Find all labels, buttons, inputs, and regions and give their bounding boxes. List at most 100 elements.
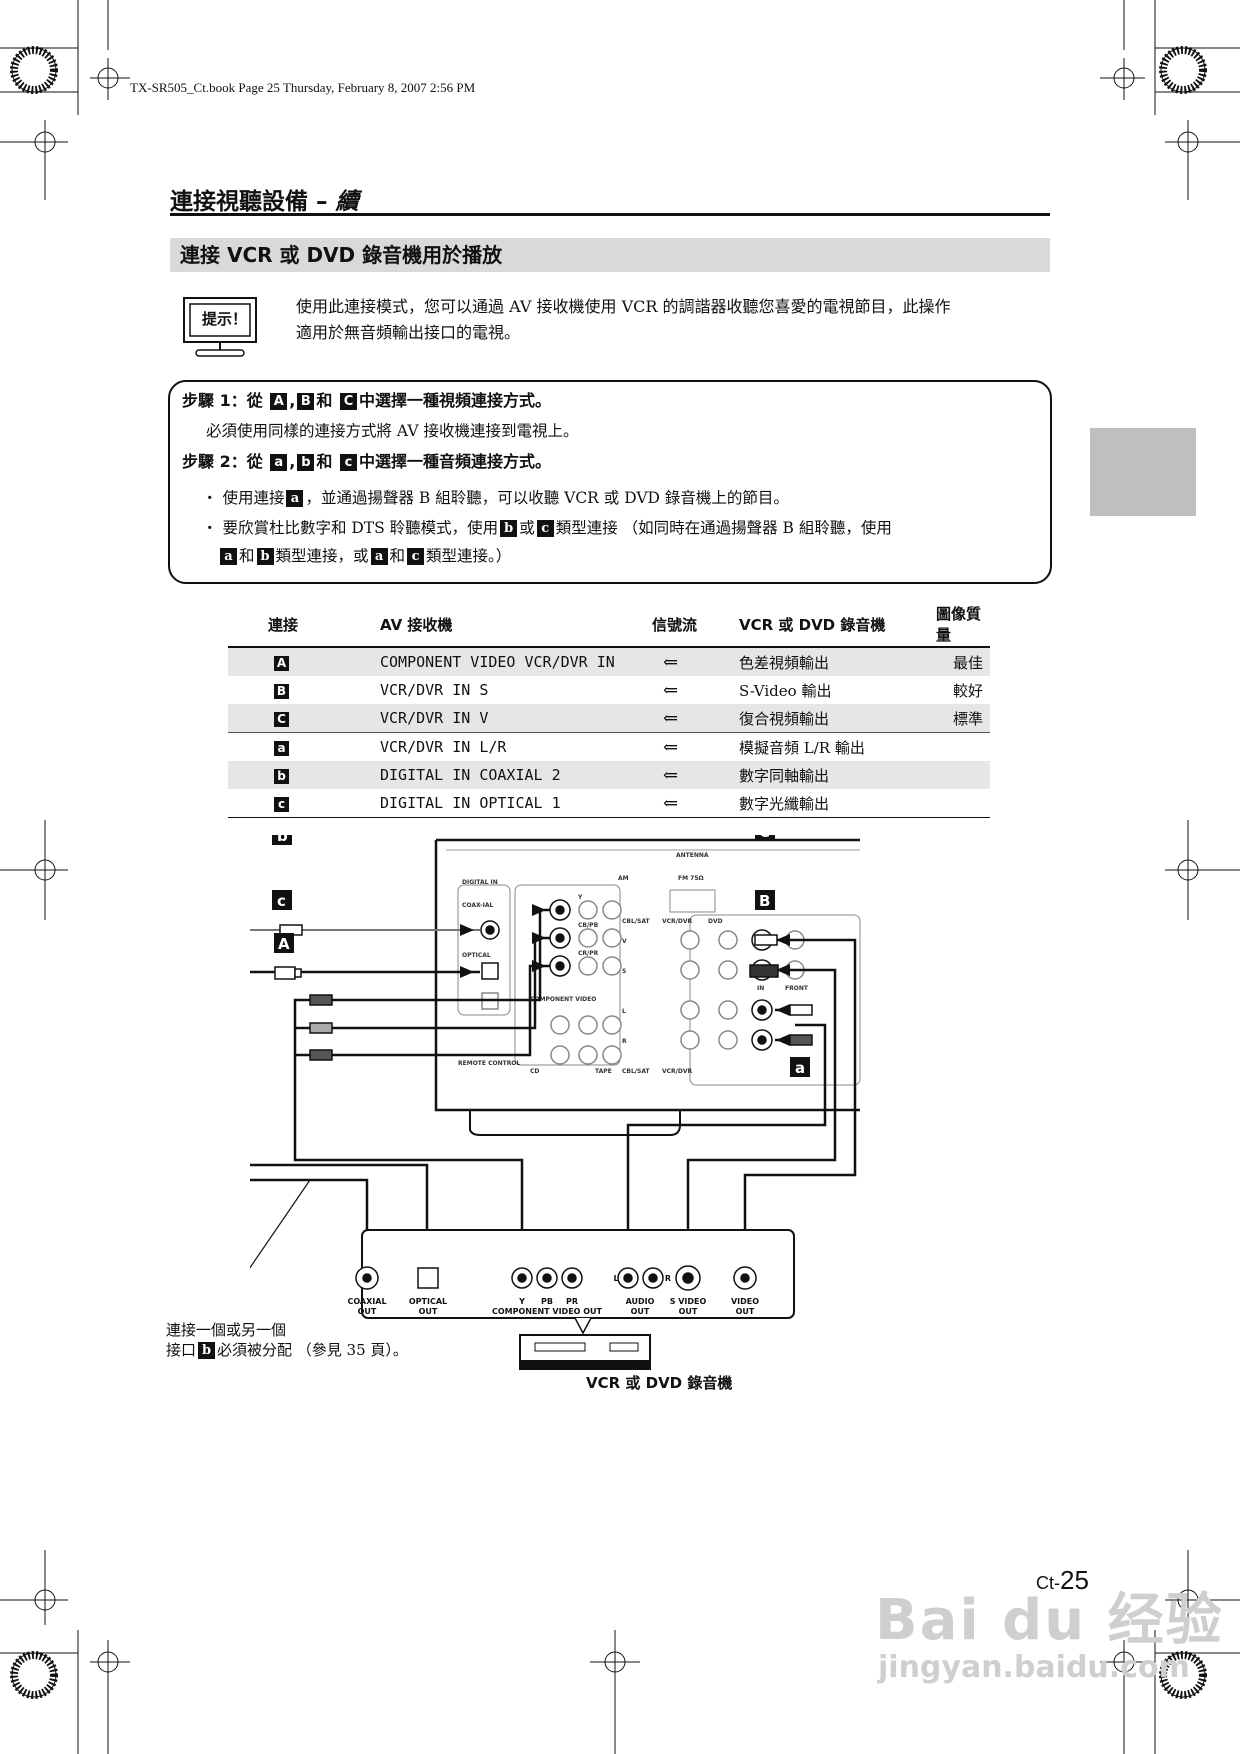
page-number: Ct-25: [1036, 1565, 1089, 1595]
device-caption: VCR 或 DVD 錄音機: [586, 1374, 733, 1392]
cell-rec: S-Video 輸出: [738, 676, 935, 704]
cell-conn-text: c: [274, 797, 289, 812]
subsection-band: 連接 VCR 或 DVD 錄音機用於播放: [170, 238, 1050, 272]
subsection-title: 連接 VCR 或 DVD 錄音機用於播放: [180, 243, 503, 267]
badge-b: b: [256, 548, 274, 565]
cell-flow: ⇐: [651, 676, 738, 704]
lbl-optical: OPTICAL: [462, 952, 491, 959]
cell-av: DIGITAL IN OPTICAL 1: [379, 789, 651, 818]
cell-av: VCR/DVR IN V: [379, 704, 651, 733]
rec-pb: PB: [541, 1297, 553, 1306]
print-header: TX-SR505_Ct.book Page 25 Thursday, Febru…: [130, 80, 476, 95]
cell-conn-text: B: [274, 684, 289, 699]
lbl-v: V: [622, 938, 627, 945]
lbl-remote-control: REMOTE CONTROL: [458, 1060, 520, 1067]
tip-line-1: 使用此連接模式，您可以通過 AV 接收機使用 VCR 的調諧器收聽您喜愛的電視節…: [296, 297, 951, 316]
cell-flow-text: ⇐: [663, 651, 679, 673]
col-flow: 信號流: [651, 602, 738, 648]
cell-rec-text: 數字同軸輸出: [739, 766, 830, 785]
rec-y: Y: [518, 1297, 525, 1306]
digital-in-block: [457, 884, 511, 1016]
cell-rec-text: 色差視頻輸出: [739, 653, 830, 672]
letter-c: c: [277, 892, 286, 910]
antenna-terminal: [669, 889, 716, 913]
letter-a: a: [795, 1059, 805, 1077]
cell-av-text: VCR/DVR IN S: [380, 681, 489, 699]
watermark-url: jingyan.baidu.com: [878, 1650, 1190, 1685]
rec-video-2: OUT: [736, 1307, 755, 1316]
tip-label: 提示！: [202, 310, 248, 328]
cell-av-text: DIGITAL IN COAXIAL 2: [380, 766, 561, 784]
cell-flow-text: ⇐: [663, 707, 679, 729]
lbl-cd: CD: [530, 1068, 539, 1075]
lbl-digital-in: DIGITAL IN: [462, 879, 498, 886]
cell-conn: B: [228, 676, 379, 704]
section-title: 連接視聽設備 – 續: [170, 189, 359, 215]
lbl-antenna: ANTENNA: [676, 852, 709, 859]
tip-icon: 提示！: [182, 296, 258, 357]
rec-component-out: COMPONENT VIDEO OUT: [492, 1307, 603, 1316]
lbl-vcr-dvr-2: VCR/DVR: [662, 1068, 692, 1075]
badge-a: a: [286, 490, 304, 507]
cell-conn: a: [228, 732, 379, 761]
col-quality: 圖像質量: [935, 602, 990, 648]
rec-pr: PR: [566, 1297, 578, 1306]
recorder-device-icon: [519, 1334, 651, 1370]
cell-rec: 色差視頻輸出: [738, 647, 935, 676]
tip-line-2: 適用於無音頻輸出接口的電視。: [296, 323, 521, 342]
cell-quality: 最佳: [935, 647, 990, 676]
rec-video-1: VIDEO: [731, 1297, 759, 1306]
table-row: c DIGITAL IN OPTICAL 1 ⇐ 數字光纖輸出: [228, 789, 990, 818]
section-title-text: 連接視聽設備: [170, 189, 308, 215]
title-rule: [170, 213, 1050, 216]
watermark-logo: Bai du 经验: [875, 1588, 1224, 1653]
lbl-tape: TAPE: [595, 1068, 612, 1075]
arrows: [460, 904, 790, 1046]
lbl-crpr: CR/PR: [578, 950, 599, 957]
cell-av: DIGITAL IN COAXIAL 2: [379, 761, 651, 789]
cell-quality: [935, 732, 990, 761]
lbl-component-video: COMPONENT VIDEO: [530, 996, 596, 1003]
cell-rec: 數字同軸輸出: [738, 761, 935, 789]
component-block: [514, 884, 621, 1066]
rec-coaxial-1: COAXIAL: [347, 1297, 386, 1306]
badge-b: b: [500, 520, 518, 537]
lbl-vcr-dvr: VCR/DVR: [662, 918, 692, 925]
lbl-cbpb: CB/PB: [578, 922, 599, 929]
col-av: AV 接收機: [379, 602, 651, 648]
badge-a: a: [220, 548, 237, 565]
col-conn: 連接: [228, 602, 379, 648]
cell-conn: A: [228, 647, 379, 676]
cell-rec-text: 數字光纖輸出: [739, 794, 830, 813]
lbl-s: S: [622, 968, 626, 975]
section-title-continued: 續: [335, 189, 359, 215]
cell-quality: 標準: [935, 704, 990, 733]
cell-flow: ⇐: [651, 647, 738, 676]
cell-conn-text: a: [274, 741, 289, 756]
cell-av: VCR/DVR IN L/R: [379, 732, 651, 761]
letter-B: B: [759, 892, 770, 910]
section-tab: [1090, 428, 1196, 516]
table-header-row: 連接 AV 接收機 信號流 VCR 或 DVD 錄音機 圖像質量: [228, 602, 990, 648]
lbl-front: FRONT: [785, 985, 809, 992]
cell-quality-text: 較好: [953, 681, 984, 700]
wiring-diagram: DIGITAL IN COAX-IAL OPTICAL COMPONENT VI…: [250, 835, 861, 1370]
lbl-in: IN: [757, 985, 764, 992]
col-rec: VCR 或 DVD 錄音機: [738, 602, 935, 648]
rec-optical-1: OPTICAL: [409, 1297, 447, 1306]
cell-av: COMPONENT VIDEO VCR/DVR IN: [379, 647, 651, 676]
cell-flow-text: ⇐: [663, 792, 679, 814]
cell-quality: [935, 761, 990, 789]
registration-sunburst: [10, 46, 58, 94]
diagram-letters: b c A C B a: [272, 835, 810, 1077]
cell-av-text: VCR/DVR IN V: [380, 709, 489, 727]
